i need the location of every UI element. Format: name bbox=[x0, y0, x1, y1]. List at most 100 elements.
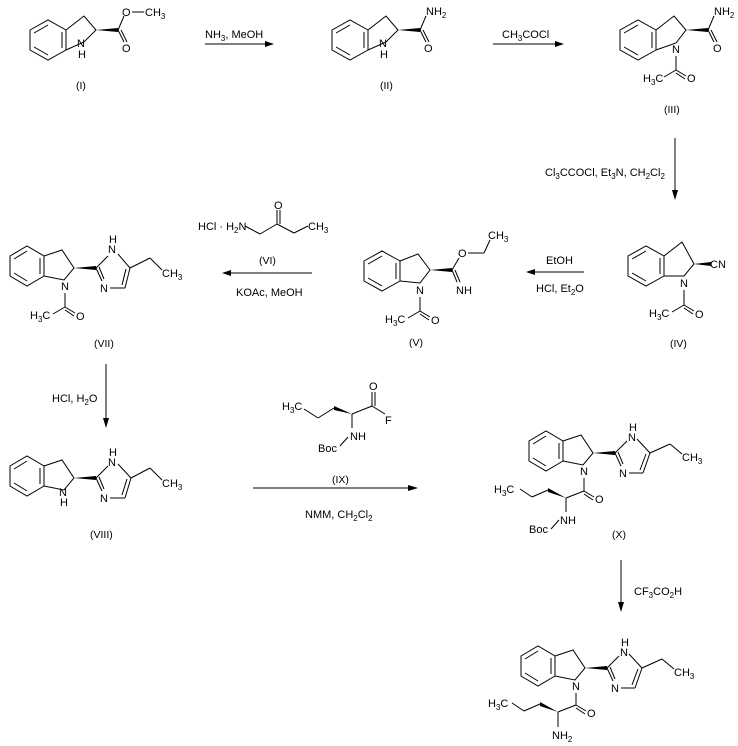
atom-boc: Boc bbox=[529, 524, 548, 536]
reagent-label: NH3, MeOH bbox=[205, 29, 263, 43]
atom-o: O bbox=[424, 43, 433, 55]
atom-o: O bbox=[76, 311, 85, 323]
compound-IV: CN N H3C O (IV) bbox=[627, 241, 726, 350]
atom-o: O bbox=[713, 43, 722, 55]
atom-h3c: H3C bbox=[488, 698, 508, 712]
atom-n: N bbox=[620, 647, 628, 659]
compound-label: (IX) bbox=[332, 474, 349, 486]
atom-n: N bbox=[59, 487, 67, 499]
atom-f: F bbox=[385, 415, 392, 427]
atom-h3c: H3C bbox=[30, 310, 50, 324]
compound-V: O CH3 NH N H3C O (V) bbox=[363, 230, 509, 349]
atom-o: O bbox=[695, 309, 704, 321]
atom-o: O bbox=[687, 73, 696, 85]
atom-n: N bbox=[61, 281, 69, 293]
reagent-label: HCl, Et2O bbox=[536, 283, 584, 297]
compound-VIII: N H N CH3 N H (VIII) bbox=[9, 447, 183, 541]
arrow-step6: HCl, H2O bbox=[52, 364, 109, 428]
compound-label: (III) bbox=[664, 104, 680, 116]
atom-nh2: NH2 bbox=[552, 730, 573, 744]
compound-VI: HCl ·H2N O CH3 bbox=[198, 200, 329, 235]
reagent-label: (VI) bbox=[259, 255, 276, 267]
compound-label: (X) bbox=[612, 529, 626, 541]
atom-ch3: CH3 bbox=[674, 667, 695, 681]
atom-h: H bbox=[109, 447, 117, 459]
atom-nh2: NH2 bbox=[714, 6, 735, 20]
atom-h: H bbox=[109, 234, 117, 246]
compound-II: NH2 O N H (II) bbox=[331, 6, 447, 92]
atom-o: O bbox=[587, 708, 596, 720]
atom-ch3: CH3 bbox=[308, 221, 329, 235]
atom-n: N bbox=[100, 493, 108, 505]
atom-nh: NH bbox=[456, 285, 472, 297]
atom-n: N bbox=[108, 244, 116, 256]
compound-label: (II) bbox=[380, 80, 393, 92]
reagent-label: NMM, CH2Cl2 bbox=[305, 509, 373, 523]
atom-n: N bbox=[572, 681, 580, 693]
atom-o: O bbox=[431, 315, 440, 327]
atom-h3c: H3C bbox=[643, 73, 663, 87]
compound-III: NH2 O N H3C O (III) bbox=[619, 6, 735, 116]
reagent-label: CH3COCl bbox=[502, 29, 549, 43]
stereo-wedge bbox=[96, 28, 118, 32]
atom-h3c: H3C bbox=[385, 314, 405, 328]
arrow-step8: CF3CO2H bbox=[618, 560, 682, 612]
atom-n: N bbox=[680, 278, 688, 290]
atom-o: O bbox=[595, 494, 604, 506]
atom-boc: Boc bbox=[318, 443, 337, 455]
atom-h: H bbox=[60, 497, 68, 509]
arrow-step2: CH3COCl bbox=[493, 29, 564, 47]
arrow-step7: NMM, CH2Cl2 bbox=[253, 485, 418, 523]
compound-label: (IV) bbox=[670, 338, 687, 350]
atom-n: N bbox=[611, 683, 619, 695]
atom-n: N bbox=[108, 457, 116, 469]
atom-nh2: NH2 bbox=[426, 6, 447, 20]
atom-o: O bbox=[369, 381, 378, 393]
atom-n: N bbox=[77, 38, 85, 50]
atom-n: N bbox=[580, 466, 588, 478]
atom-nh: NH bbox=[350, 431, 366, 443]
compound-I: O CH3 O N H (I) bbox=[29, 7, 166, 92]
compound-X: N H N CH3 N O H3C NH Boc (X) bbox=[494, 422, 703, 541]
atom-n: N bbox=[416, 285, 424, 297]
compound-label: (I) bbox=[76, 80, 86, 92]
compound-VII: N H N CH3 N H3C O (VII) bbox=[9, 234, 183, 350]
atom-o: O bbox=[458, 248, 467, 260]
atom-ch3: CH3 bbox=[145, 7, 166, 21]
compound-label: (VIII) bbox=[90, 529, 113, 541]
atom-h: H bbox=[78, 49, 86, 61]
arrow-step3: Cl3CCOCl, Et3N, CH2Cl2 bbox=[545, 138, 678, 200]
atom-ch3: CH3 bbox=[488, 230, 509, 244]
atom-hcl-h2n: HCl ·H2N bbox=[198, 221, 246, 235]
atom-n: N bbox=[619, 468, 627, 480]
compound-IX: H3C O F NH Boc (IX) bbox=[282, 381, 392, 486]
atom-ch3: CH3 bbox=[162, 478, 183, 492]
compound-label: (V) bbox=[409, 337, 423, 349]
compound-label: (VII) bbox=[94, 338, 114, 350]
atom-nh: NH bbox=[560, 515, 576, 527]
reagent-label: Cl3CCOCl, Et3N, CH2Cl2 bbox=[545, 167, 665, 181]
atom-n: N bbox=[379, 38, 387, 50]
atom-cn: CN bbox=[710, 259, 726, 271]
atom-n: N bbox=[100, 283, 108, 295]
reagent-label: CF3CO2H bbox=[634, 586, 682, 600]
benzene-ring bbox=[29, 19, 67, 61]
reagent-label: EtOH bbox=[546, 255, 573, 267]
atom-h3c: H3C bbox=[494, 484, 514, 498]
atom-h3c: H3C bbox=[649, 308, 669, 322]
atom-o: O bbox=[122, 43, 131, 55]
arrow-step4: EtOH HCl, Et2O bbox=[526, 255, 584, 297]
atom-h: H bbox=[380, 49, 388, 61]
atom-o: O bbox=[122, 7, 131, 19]
arrow-step1: NH3, MeOH bbox=[205, 29, 274, 47]
atom-ch3: CH3 bbox=[162, 268, 183, 282]
atom-o: O bbox=[274, 200, 283, 212]
atom-ch3: CH3 bbox=[682, 452, 703, 466]
atom-n: N bbox=[672, 44, 680, 56]
atom-n: N bbox=[628, 432, 636, 444]
atom-h: H bbox=[629, 422, 637, 434]
reagent-label: KOAc, MeOH bbox=[236, 287, 303, 299]
arrowhead bbox=[265, 41, 274, 47]
reagent-label: HCl, H2O bbox=[52, 393, 98, 407]
